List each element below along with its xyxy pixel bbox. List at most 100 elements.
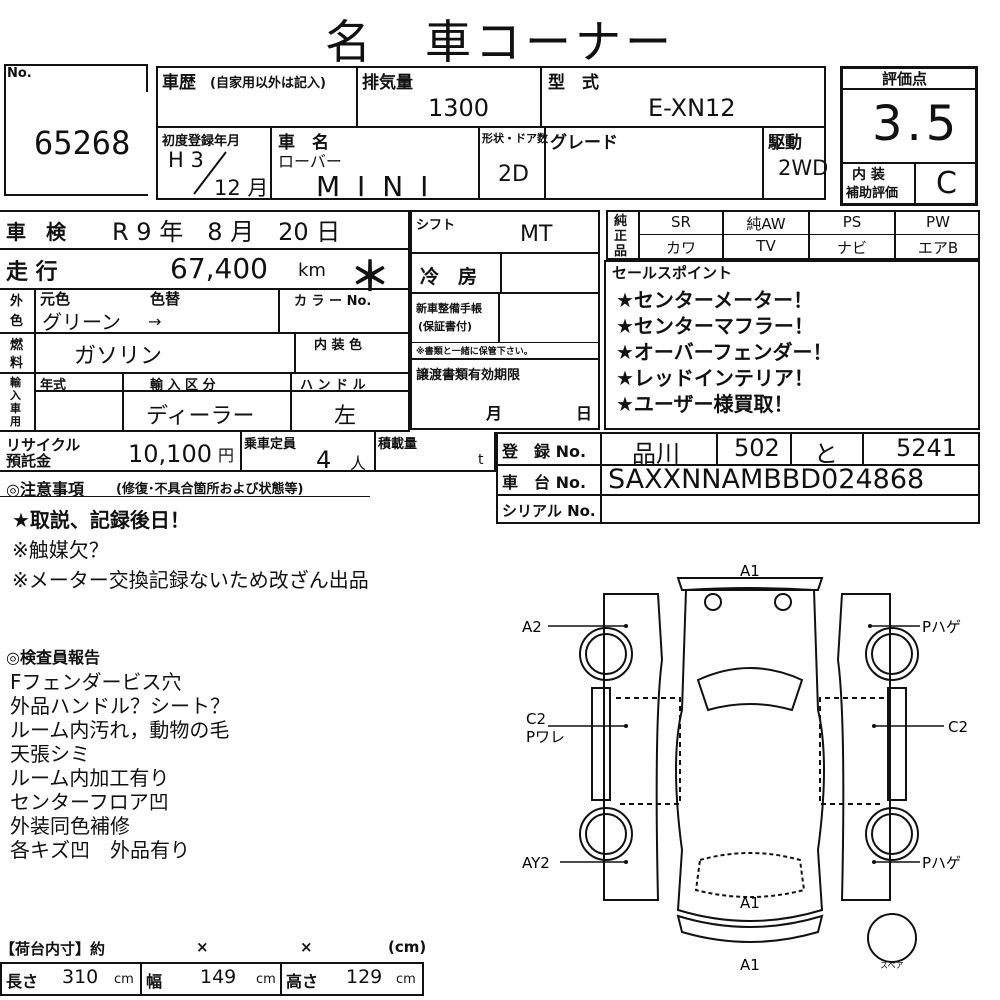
rule (600, 432, 602, 524)
registration-area: 品川 (632, 440, 680, 468)
registration-number: 5241 (896, 434, 958, 462)
score-value: 3.5 (872, 96, 961, 152)
cargo-height-label: 高さ (286, 972, 319, 991)
cargo-length: 310 (62, 966, 99, 988)
cargo-box (0, 962, 424, 996)
cargo-width: 149 (200, 966, 237, 988)
note-line: ※メーター交換記録ないため改ざん出品 (12, 568, 369, 592)
cargo-unit-header: (cm) (388, 938, 427, 956)
car-maker: ローバー (278, 152, 342, 171)
lot-box-bottom (4, 194, 148, 196)
transfer-label: 譲渡書類有効期限 (416, 368, 521, 383)
option-tv: TV (756, 237, 776, 255)
import-type-label: 輸 入 区 分 (150, 378, 216, 393)
rule (408, 210, 410, 432)
rule (280, 962, 282, 996)
cargo-header: 【荷台内寸】約 (0, 940, 106, 958)
first-reg-label: 初度登録年月 (162, 134, 241, 149)
middle-block (410, 210, 600, 430)
recycle-unit: 円 (218, 446, 235, 465)
inspector-header: ◎検査員報告 (6, 648, 100, 667)
mileage-unit: km (298, 260, 326, 281)
import-side-4: 用 (10, 415, 21, 428)
transfer-day: 日 (576, 404, 593, 423)
inspection-label: 車 検 (6, 220, 66, 244)
displacement-value: 1300 (428, 94, 490, 122)
chassis-label: 車 台 No. (502, 473, 587, 492)
rule (638, 234, 980, 235)
mark-front-right: Pハゲ (922, 618, 961, 636)
inspector-line: ルーム内汚れ，動物の毛 (10, 718, 230, 742)
score-divider (840, 162, 978, 164)
load-label: 積載量 (378, 437, 418, 452)
capacity-unit: 人 (350, 454, 367, 473)
notes-header-sub: (修復･不具合箇所および状態等) (116, 482, 304, 497)
mark-mid-left-2: Pワレ (526, 728, 565, 746)
options-label-1: 純 (614, 214, 628, 229)
model-code-value: E-XN12 (648, 94, 736, 122)
interior-color-label: 内 装 色 (314, 338, 363, 353)
rule (494, 432, 496, 472)
sales-point: ★センターマフラー！ (616, 314, 814, 338)
handle-label: ハ ン ド ル (300, 378, 366, 393)
header-grid (156, 66, 826, 200)
option-airbag: エアB (917, 239, 959, 257)
registration-label: 登 録 No. (502, 442, 587, 461)
transfer-month: 月 (486, 404, 503, 423)
cargo-height: 129 (346, 966, 383, 988)
recycle-label-1: リサイクル (6, 436, 81, 454)
inspector-line: 外品ハンドル？シート？ (10, 694, 230, 718)
inspector-line: Fフェンダービス穴 (10, 670, 182, 694)
inspector-line: 各キズ凹 外品有り (10, 838, 190, 862)
option-leather: カワ (665, 239, 696, 257)
drive-value: 2WD (778, 156, 829, 180)
divider (356, 66, 358, 128)
options-label-2: 正 (614, 229, 628, 244)
handle-value: 左 (334, 404, 357, 429)
rule (0, 248, 410, 250)
mark-mid-left-1: C2 (526, 710, 546, 728)
orig-color-value: グリーン (42, 310, 121, 334)
divider (270, 126, 272, 200)
cargo-width-unit: cm (256, 972, 276, 987)
score-divider (914, 162, 916, 206)
rule (0, 496, 370, 497)
interior-label-2: 補助評価 (846, 186, 899, 201)
fuel-side-1: 燃 (10, 338, 24, 353)
mark-rear-left: AY2 (522, 854, 550, 872)
first-reg-month: 12 月 (214, 176, 269, 200)
rule (500, 252, 502, 292)
import-side-2: 入 (10, 389, 21, 402)
interior-score-value: C (936, 166, 957, 201)
inspector-line: ルーム内加工有り (10, 766, 170, 790)
rule (716, 432, 718, 464)
mileage-label: 走 行 (6, 260, 58, 285)
recycle-value: 10,100 (128, 440, 212, 468)
rule (294, 332, 296, 372)
sales-point: ★センターメーター！ (616, 288, 814, 312)
options-label-3: 品 (614, 244, 628, 259)
rule (790, 432, 792, 464)
note-line: ※触媒欠？ (12, 538, 109, 562)
new-car-manual-label-1: 新車整備手帳 (416, 302, 482, 315)
page-title: 名 車コーナー (325, 15, 675, 69)
rule (278, 288, 280, 332)
mileage-mark: ＊ (350, 254, 390, 300)
divider (762, 126, 764, 200)
divider (540, 66, 542, 128)
doors-value: 2D (498, 162, 529, 187)
model-code-label: 型 式 (548, 73, 599, 93)
import-year-label: 年式 (40, 378, 67, 393)
cargo-height-unit: cm (396, 972, 416, 987)
rule (140, 962, 142, 996)
rule (0, 210, 410, 212)
notes-header: ◎注意事項 (6, 480, 84, 499)
color-side-2: 色 (10, 314, 24, 329)
capacity-value: 4 (316, 446, 332, 474)
import-side-3: 車 (10, 402, 21, 415)
option-sr: SR (671, 213, 691, 231)
sales-points-label: セールスポイント (612, 264, 733, 282)
aircon-label: 冷 房 (420, 266, 478, 288)
mark-top: A1 (740, 562, 760, 580)
spare-label: スペア (880, 961, 903, 970)
